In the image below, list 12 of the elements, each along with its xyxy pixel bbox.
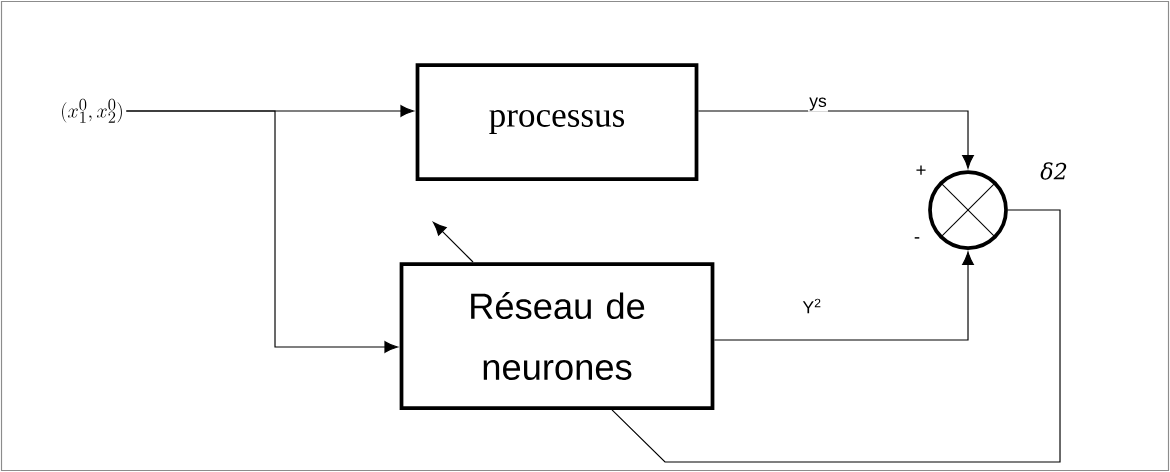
arrow <box>697 110 974 169</box>
error-label: δ2 <box>1040 162 1067 180</box>
input-formula: $(x_1^0,x_2^0)$ <box>62 98 122 123</box>
sign-label: - <box>914 237 920 239</box>
arrow <box>125 110 399 353</box>
sign-label: + <box>916 165 926 175</box>
edge-label: ys <box>808 96 828 112</box>
edge-label: Y$^{2}$ <box>801 297 823 315</box>
block-box: Réseau de neurones <box>399 262 715 410</box>
summing-junction <box>928 170 1008 250</box>
arrow <box>713 251 974 341</box>
block-box: processus <box>415 63 699 181</box>
